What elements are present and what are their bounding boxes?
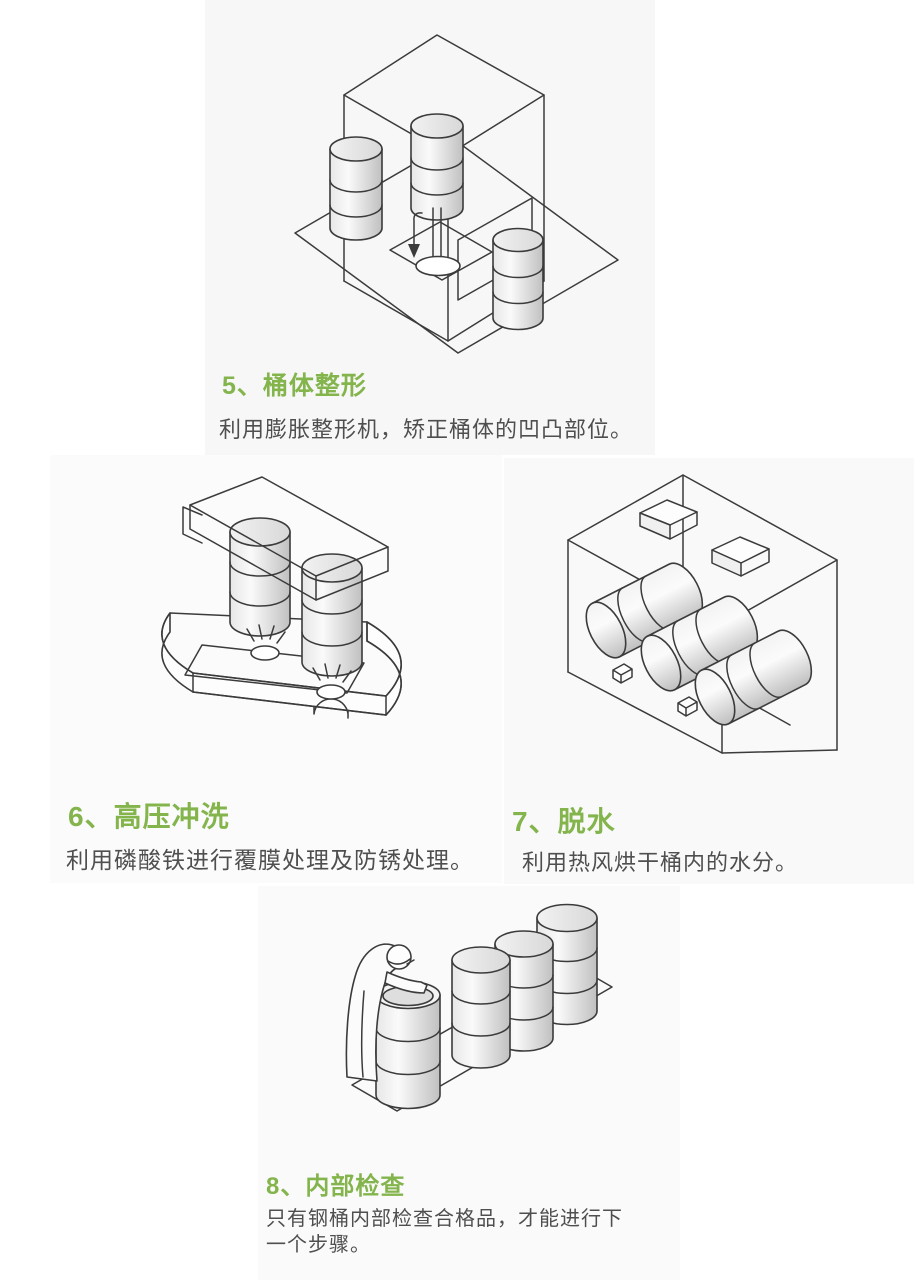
step-6-heading: 6、高压冲洗 <box>68 801 230 832</box>
vent-box-icon <box>711 536 770 577</box>
step-5-illustration-barrel-reshaping-machine-icon <box>294 34 619 354</box>
floor-tab <box>612 663 698 717</box>
horizontal-barrel-shape <box>585 562 704 659</box>
barrel-shape <box>410 113 464 221</box>
barrel-shape <box>329 136 383 241</box>
step-6-illustration-high-pressure-washer-icon <box>161 476 402 719</box>
washer-base-platform <box>161 612 402 719</box>
spray-splash-icon <box>312 663 352 700</box>
step-7-illustration-drying-chamber-icon <box>567 474 838 754</box>
barrel-shape <box>229 517 291 637</box>
spray-splash-icon <box>246 624 286 661</box>
barrel-shape <box>451 946 511 1069</box>
barrel-shape <box>301 553 363 677</box>
open-barrel-shape <box>375 980 441 1110</box>
floor-plate <box>294 139 619 354</box>
step-7-description: 利用热风烘干桶内的水分。 <box>522 850 799 875</box>
down-arrow-icon <box>408 212 423 258</box>
step-5-description: 利用膨胀整形机，矫正桶体的凹凸部位。 <box>219 417 634 442</box>
vent-box-icon <box>639 499 698 540</box>
press-table-and-hole <box>389 207 493 281</box>
step-8-illustration-worker-inspecting-barrel-icon <box>345 903 613 1112</box>
step-6-description: 利用磷酸铁进行覆膜处理及防锈处理。 <box>66 847 474 873</box>
horizontal-barrel-shape <box>694 629 813 726</box>
barrel-shape <box>492 227 544 331</box>
worker-figure <box>345 943 428 1082</box>
step-5-heading: 5、桶体整形 <box>222 372 367 400</box>
overhead-rail-wireframe <box>182 476 389 601</box>
step-7-heading: 7、脱水 <box>512 806 616 837</box>
step-8-description: 只有钢桶内部检查合格品，才能进行下一个步骤。 <box>266 1208 623 1256</box>
worker-head <box>386 944 412 970</box>
step-8-heading: 8、内部检查 <box>266 1173 406 1200</box>
worker-arm <box>384 971 428 994</box>
